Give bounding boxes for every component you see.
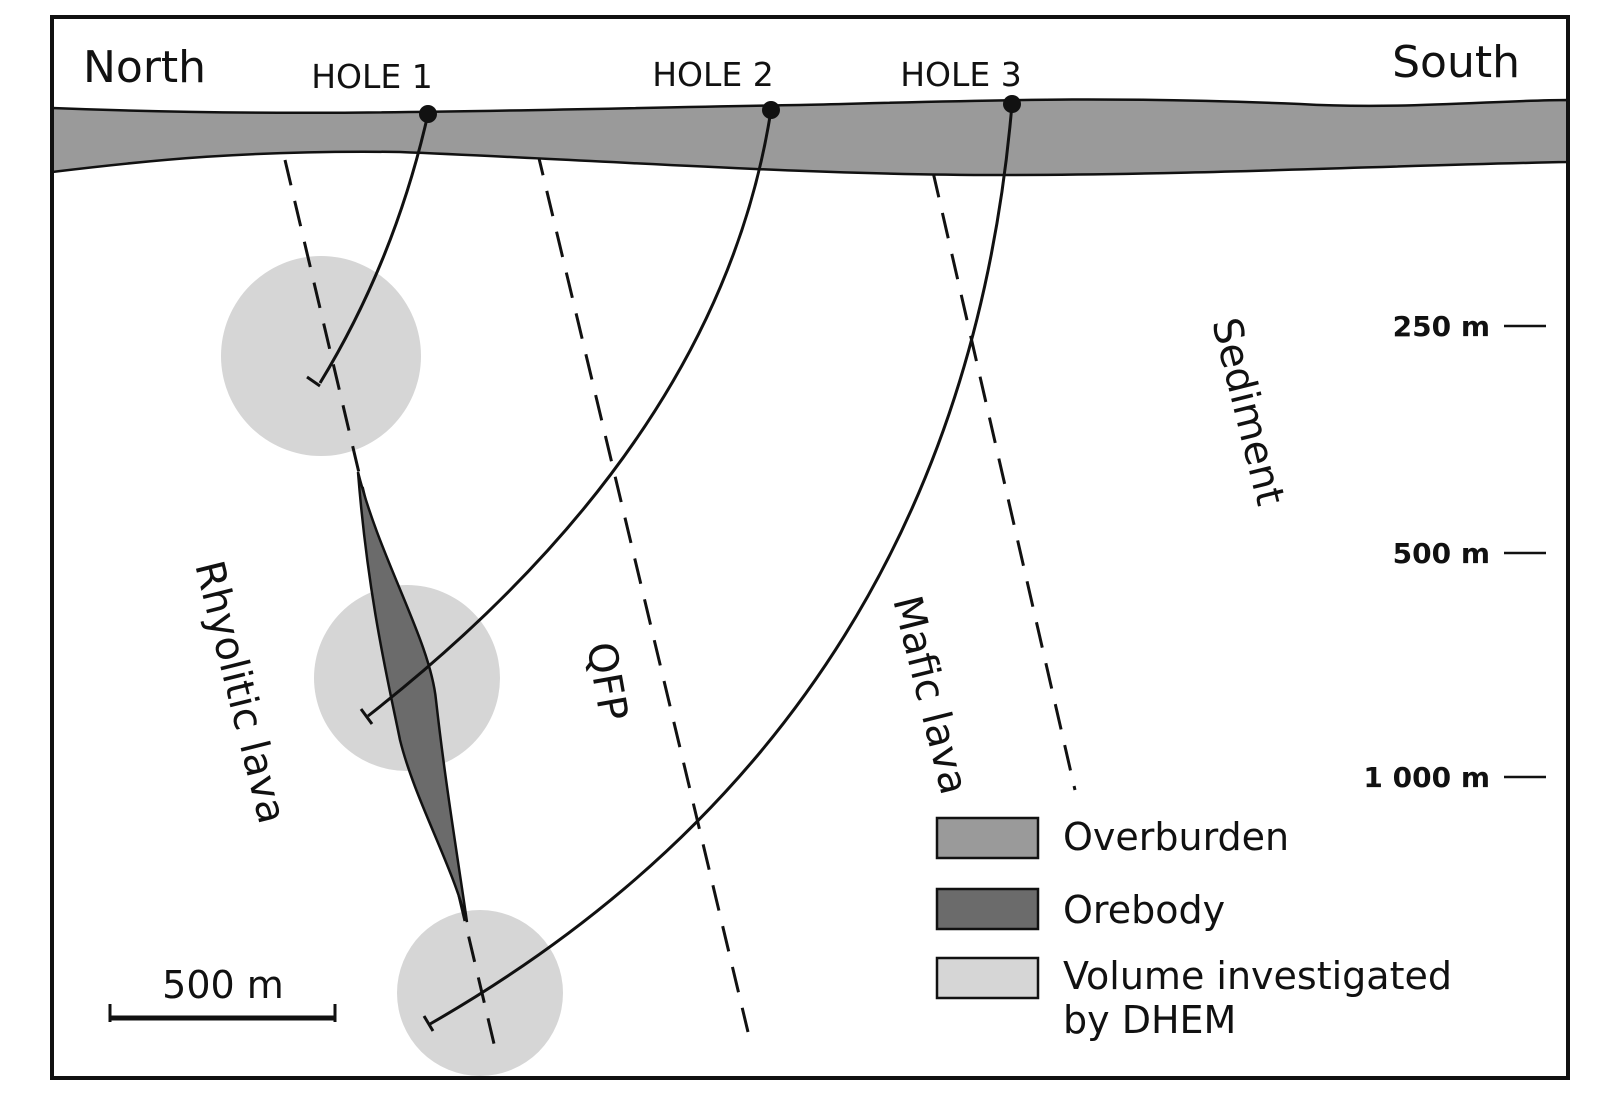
drill-hole-1-end — [306, 375, 321, 388]
hole-3-collar — [1003, 95, 1021, 113]
sediment-label: Sediment — [1202, 313, 1293, 510]
hole-1-collar — [419, 105, 437, 123]
drill-hole-3-end — [422, 1015, 435, 1032]
contact-qfp-mafic-dashed — [535, 149, 750, 1033]
scale-bar-label: 500 m — [162, 963, 284, 1007]
drill-hole-2-trace — [367, 109, 773, 718]
qfp-label: QFP — [577, 639, 636, 724]
legend-label-orebody: Orebody — [1063, 888, 1225, 932]
rhyolitic-lava-label: Rhyolitic lava — [185, 556, 295, 828]
legend-label-overburden: Overburden — [1063, 815, 1289, 859]
south-label: South — [1392, 37, 1520, 88]
drill-hole-2-end — [359, 708, 374, 725]
scale-bar: 500 m — [108, 963, 337, 1022]
depth-label-1000: 1 000 m — [1363, 761, 1490, 794]
north-label: North — [83, 42, 206, 93]
hole-2-collar — [762, 101, 780, 119]
legend-swatch-orebody — [935, 887, 1040, 931]
dhem-volume-hole-1 — [221, 256, 421, 456]
diagram-frame — [50, 15, 1570, 1080]
depth-label-250: 250 m — [1393, 310, 1490, 343]
hole-2-label: HOLE 2 — [652, 55, 774, 94]
depth-label-500: 500 m — [1393, 537, 1490, 570]
hole-1-label: HOLE 1 — [311, 57, 433, 96]
drill-hole-3-trace — [429, 103, 1014, 1026]
legend: Overburden Orebody Volume investigated b… — [935, 815, 1452, 1042]
legend-label-dhem-volume-line1: Volume investigated — [1063, 954, 1452, 998]
orebody — [356, 471, 469, 923]
drill-hole-1-trace — [318, 113, 430, 384]
legend-label-dhem-volume-line2: by DHEM — [1063, 998, 1236, 1042]
legend-swatch-overburden — [935, 816, 1040, 860]
hole-3-label: HOLE 3 — [900, 55, 1022, 94]
overburden-band — [50, 98, 1570, 177]
mafic-lava-label: Mafic lava — [883, 591, 977, 799]
legend-swatch-dhem-volume — [935, 956, 1040, 1000]
contact-mafic-sediment-dashed — [931, 171, 1077, 791]
depth-scale: 250 m 500 m 1 000 m — [1363, 310, 1546, 794]
